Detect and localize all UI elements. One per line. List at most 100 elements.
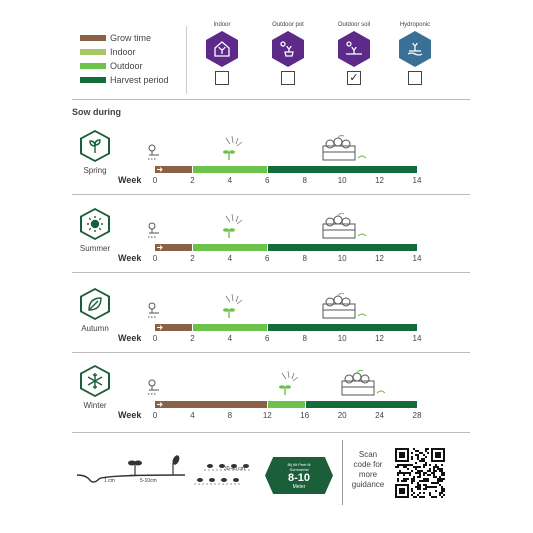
timeline-segment: [192, 244, 194, 251]
legend-label: Grow time: [110, 33, 152, 43]
week-tick: 6: [265, 334, 270, 343]
scan-text-line: more: [358, 470, 378, 479]
week-tick: 8: [302, 176, 307, 185]
seedling-icon: [128, 460, 142, 475]
house-plant-icon: [206, 31, 238, 67]
legend-swatch: [80, 35, 106, 41]
timeline-segment: [193, 324, 268, 331]
depth-label: 1 cm: [104, 478, 115, 484]
bottom-divider: [72, 432, 470, 433]
season-divider: [72, 272, 470, 273]
week-tick: 8: [302, 334, 307, 343]
distance-badge: Bij tilt Peet til Sommerist 8-10 Meter: [265, 457, 333, 494]
week-tick: 24: [375, 411, 385, 420]
environment-option: Outdoor pot: [265, 22, 311, 85]
header-divider: [72, 99, 470, 100]
week-tick: 10: [337, 254, 347, 263]
environment-label: Outdoor pot: [272, 22, 304, 28]
qr-code[interactable]: [395, 448, 445, 498]
timeline-segment: [155, 244, 193, 251]
season-name: Summer: [79, 244, 111, 253]
week-tick: 4: [227, 254, 233, 263]
qr-divider: [342, 440, 343, 505]
week-tick: 0: [152, 254, 158, 263]
badge-unit: Meter: [292, 484, 306, 490]
sprout-sun-icon: [222, 213, 243, 238]
legend-swatch: [80, 77, 106, 83]
week-tick: 0: [152, 411, 158, 420]
timeline-segment: [155, 324, 193, 331]
week-tick: 12: [375, 254, 385, 263]
snowflake-icon: [80, 365, 110, 397]
start-arrow-icon: [157, 167, 163, 172]
environment-option: Hydroponic: [392, 22, 438, 85]
week-tick: 12: [375, 176, 385, 185]
timeline-segment: [305, 401, 417, 408]
season-name: Autumn: [81, 324, 109, 333]
week-tick: 12: [375, 334, 385, 343]
leaf-plant-icon: [172, 455, 180, 475]
week-tick: 28: [412, 411, 422, 420]
legend-divider: [186, 26, 187, 94]
week-label: Week: [118, 333, 142, 343]
legend-label: Indoor: [110, 47, 136, 57]
harvest-crate-icon: [322, 212, 367, 239]
week-tick: 4: [227, 176, 233, 185]
week-tick: 4: [190, 411, 195, 420]
legend-label: Outdoor: [110, 61, 143, 71]
season-divider: [72, 194, 470, 195]
scan-text-line: code for: [353, 460, 383, 469]
timeline-segment: [267, 244, 269, 251]
harvest-crate-icon: [322, 292, 367, 319]
scan-text-line: guidance: [351, 480, 385, 489]
environment-checkbox[interactable]: [215, 71, 229, 85]
timeline-segment: [192, 166, 194, 173]
week-label: Week: [118, 175, 142, 185]
timeline-segment: [193, 244, 268, 251]
week-tick: 2: [190, 176, 195, 185]
week-tick: 8: [302, 254, 307, 263]
timeline-segment: [192, 324, 194, 331]
week-tick: 10: [337, 176, 347, 185]
week-tick: 6: [265, 176, 270, 185]
sowing-depth-illustration: [76, 455, 186, 483]
sow-during-title: Sow during: [72, 107, 121, 117]
environment-label: Outdoor soil: [337, 22, 371, 28]
environment-label: Indoor: [213, 22, 231, 28]
season-divider: [72, 352, 470, 353]
week-tick: 14: [412, 254, 422, 263]
seed-sowing-icon: [148, 222, 159, 238]
scan-text: Scan code for more guidance: [348, 450, 388, 490]
week-tick: 8: [227, 411, 233, 420]
timeline-segment: [268, 324, 417, 331]
season-name: Spring: [83, 166, 107, 175]
week-tick: 10: [337, 334, 347, 343]
legend-swatch: [80, 63, 106, 69]
timeline-segment: [267, 401, 269, 408]
sprout-icon: [80, 130, 110, 162]
environment-checkbox[interactable]: [408, 71, 422, 85]
start-arrow-icon: [157, 245, 163, 250]
timeline-segment: [268, 244, 417, 251]
harvest-crate-icon: [322, 134, 367, 161]
legend-item: Indoor: [80, 46, 136, 58]
badge-value: 8-10: [287, 472, 311, 484]
timeline-segment: [155, 401, 268, 408]
timeline-segment: [268, 166, 417, 173]
harvest-crate-icon: [341, 369, 386, 396]
environment-checkbox[interactable]: [281, 71, 295, 85]
soil-plant-sun-icon: [338, 31, 370, 67]
check-mark: ✓: [349, 72, 359, 84]
environment-checkbox[interactable]: ✓: [347, 71, 361, 85]
legend-item: Harvest period: [80, 74, 169, 86]
badge-top-line-2: Sommerist: [289, 467, 309, 472]
week-tick: 2: [190, 254, 195, 263]
timeline-segment: [304, 401, 306, 408]
week-tick: 12: [262, 411, 272, 420]
week-tick: 2: [190, 334, 195, 343]
week-tick: 16: [300, 411, 310, 420]
timeline-segment: [155, 166, 193, 173]
sprout-sun-icon: [279, 370, 299, 395]
seed-sowing-icon: [148, 302, 159, 318]
start-arrow-icon: [157, 325, 163, 330]
